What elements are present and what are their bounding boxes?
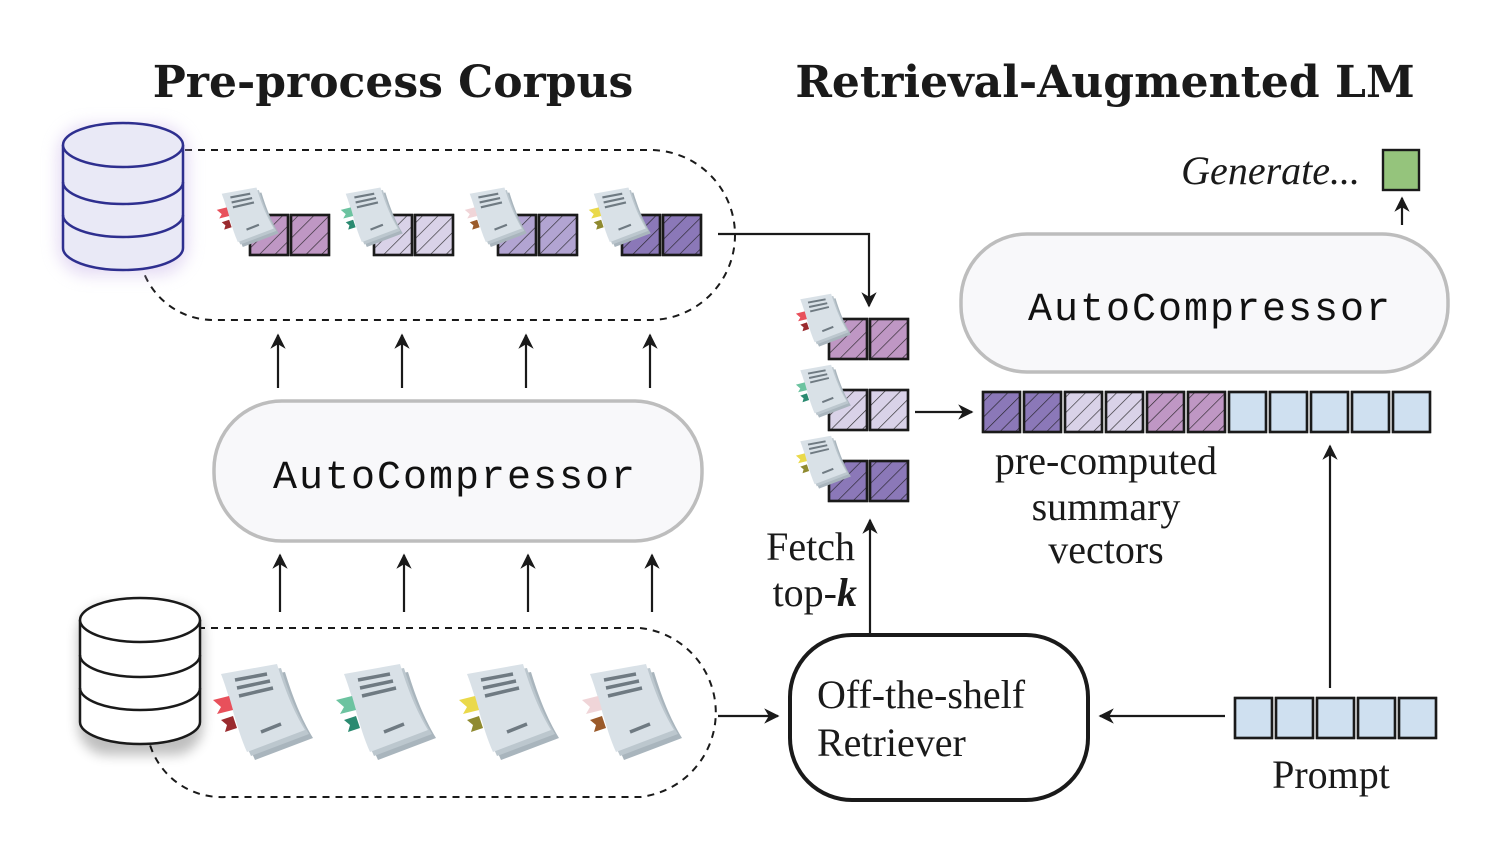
title-preprocess-corpus: Pre-process Corpus — [153, 57, 634, 108]
autocompressor-right: AutoCompressor — [959, 232, 1450, 374]
processed-corpus-region — [139, 149, 736, 322]
document-icon — [795, 435, 851, 489]
retriever-label-line1: Off-the-shelf — [817, 672, 1026, 717]
arrows-compressor-to-corpus — [270, 333, 658, 388]
prompt-label: Prompt — [1272, 752, 1390, 797]
retrieved-documents — [795, 293, 910, 503]
arrows-raw-to-compressor — [272, 553, 660, 612]
summary-vector-token — [661, 213, 703, 257]
bookmark-tab-icon — [340, 207, 354, 219]
summary-vector-token — [1145, 390, 1186, 434]
generated-token — [1381, 148, 1421, 192]
prompt-token — [1350, 390, 1391, 434]
document-icon — [336, 664, 436, 760]
bookmark-tab-icon — [795, 311, 807, 322]
generate-label: Generate... — [1181, 148, 1360, 193]
bookmark-tab-icon — [795, 453, 807, 464]
document-icon — [582, 664, 682, 760]
bookmark-tab-icon — [221, 716, 237, 732]
fetch-label-line1: Fetch — [766, 524, 855, 569]
bookmark-tab-icon — [464, 207, 478, 219]
summary-vector-token — [537, 213, 579, 257]
prompt-token — [1268, 390, 1309, 434]
summary-vector-token — [1063, 390, 1104, 434]
prompt-token — [1233, 696, 1274, 740]
document-icon — [464, 187, 527, 248]
bookmark-tab-icon — [588, 207, 602, 219]
prompt-token — [1397, 696, 1438, 740]
processed-documents — [216, 187, 703, 257]
raw-corpus-region — [149, 627, 717, 799]
bookmark-tab-icon — [800, 464, 810, 474]
summary-vector-token — [981, 390, 1022, 434]
summary-vector-token — [289, 213, 331, 257]
bookmark-tab-icon — [469, 219, 480, 230]
retriever-label-line2: Retriever — [817, 720, 966, 765]
summary-vector-token — [868, 388, 910, 432]
raw-database-icon — [78, 596, 203, 755]
summary-vector-token — [868, 317, 910, 361]
bookmark-tab-icon — [590, 716, 606, 732]
bookmark-tab-icon — [216, 207, 230, 219]
document-icon — [459, 664, 559, 760]
summary-vector-token — [868, 459, 910, 503]
prompt-token — [1227, 390, 1268, 434]
bookmark-tab-icon — [345, 219, 356, 230]
arrow-corpus-to-retrieved — [718, 232, 877, 308]
document-icon — [795, 364, 851, 418]
prompt-token — [1356, 696, 1397, 740]
summary-vector-token — [1186, 390, 1227, 434]
bookmark-tab-icon — [459, 696, 479, 714]
summary-vector-token — [1104, 390, 1145, 434]
autocompressor-left: AutoCompressor — [212, 399, 704, 543]
bookmark-tab-icon — [795, 382, 807, 393]
bookmark-tab-icon — [593, 219, 604, 230]
document-icon — [213, 664, 313, 760]
title-retrieval-augmented-lm: Retrieval-Augmented LM — [795, 57, 1414, 108]
summary-vector-token — [413, 213, 455, 257]
precomputed-label-line3: vectors — [1048, 527, 1164, 572]
autocompressor-left-label: AutoCompressor — [273, 456, 637, 501]
document-icon — [216, 187, 279, 248]
document-icon — [795, 293, 851, 347]
bookmark-tab-icon — [800, 322, 810, 332]
bookmark-tab-icon — [467, 716, 483, 732]
raw-documents — [213, 664, 682, 760]
summary-vector-token — [1022, 390, 1063, 434]
bookmark-tab-icon — [344, 716, 360, 732]
prompt-token-sequence — [1233, 696, 1438, 740]
context-token-sequence — [981, 390, 1432, 434]
processed-database-icon — [58, 121, 188, 275]
bookmark-tab-icon — [221, 219, 232, 230]
fetch-label-line2: top-k — [773, 570, 857, 615]
prompt-token — [1309, 390, 1350, 434]
document-icon — [340, 187, 403, 248]
precomputed-label-line2: summary — [1032, 484, 1181, 529]
prompt-token — [1391, 390, 1432, 434]
bookmark-tab-icon — [213, 696, 233, 714]
bookmark-tab-icon — [800, 393, 810, 403]
prompt-token — [1315, 696, 1356, 740]
precomputed-label-line1: pre-computed — [995, 438, 1217, 483]
bookmark-tab-icon — [582, 696, 602, 714]
document-icon — [588, 187, 651, 248]
bookmark-tab-icon — [336, 696, 356, 714]
prompt-token — [1274, 696, 1315, 740]
off-the-shelf-retriever: Off-the-shelf Retriever — [788, 633, 1090, 802]
autocompressor-right-label: AutoCompressor — [1028, 288, 1392, 333]
